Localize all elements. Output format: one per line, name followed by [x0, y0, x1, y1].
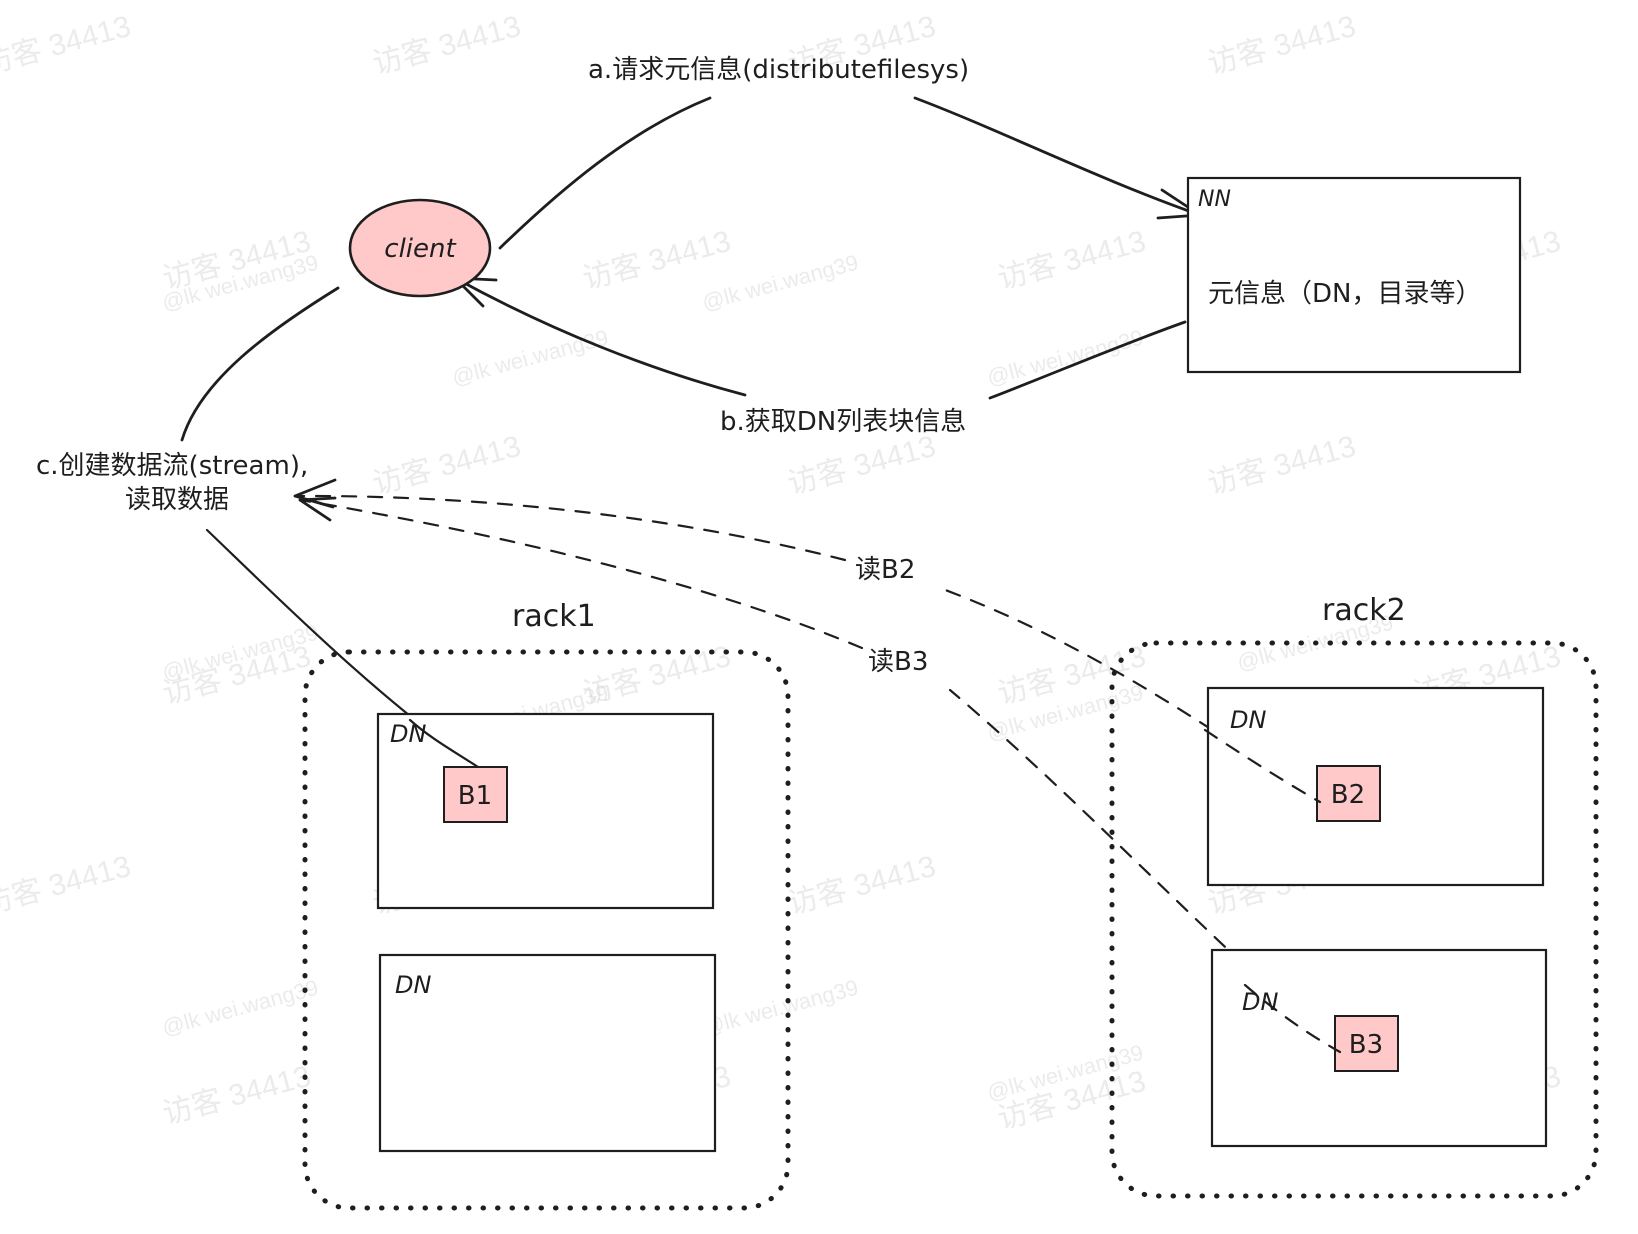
rack1-dn-top-box: [376, 712, 715, 910]
edge-c-create-stream[interactable]: c.创建数据流(stream), 读取数据: [36, 286, 480, 769]
edge-b-line-left: [453, 276, 747, 397]
edge-c-segment-inside: [408, 718, 480, 769]
edge-a-label: a.请求元信息(distributefilesys): [588, 55, 969, 85]
rack2-dn-top[interactable]: DN B2: [1206, 686, 1545, 887]
client-ellipse: [348, 198, 492, 298]
block-b3-box: [1334, 1015, 1399, 1072]
edge-c-label-line2: 读取数据: [125, 485, 229, 515]
edge-a-line-left: [498, 96, 712, 250]
block-b3-label: B3: [1349, 1030, 1383, 1060]
edge-c-label-line1: c.创建数据流(stream),: [36, 451, 308, 481]
rack1-dn-bottom[interactable]: DN: [378, 953, 717, 1153]
rack1-dn-bottom-tag: DN: [395, 971, 431, 999]
edge-a-line-right: [913, 96, 1202, 217]
node-client[interactable]: client: [348, 198, 492, 298]
node-nn[interactable]: NN 元信息（DN，目录等）: [1186, 176, 1522, 374]
block-b2-label: B2: [1331, 780, 1365, 810]
rack2-dn-top-tag: DN: [1230, 706, 1266, 734]
nn-box: [1186, 176, 1522, 374]
edge-b-label: b.获取DN列表块信息: [720, 407, 966, 437]
rack2-boundary: [1109, 640, 1599, 1199]
block-b1-box: [443, 766, 508, 823]
edge-b-get-dn-list[interactable]: b.获取DN列表块信息: [453, 276, 1187, 437]
edge-b-line-right: [988, 320, 1187, 400]
edge-read-b2[interactable]: 读B2: [293, 478, 1322, 804]
block-b2-box: [1316, 765, 1381, 822]
edge-read-b3-line-upper: [298, 498, 864, 650]
edge-a-request-metadata[interactable]: a.请求元信息(distributefilesys): [498, 55, 1202, 250]
edge-read-b3-label: 读B3: [868, 647, 928, 677]
rack2-label: rack2: [1322, 593, 1406, 628]
edge-read-b2-label: 读B2: [855, 555, 915, 585]
rack1-dn-bottom-box: [378, 953, 717, 1153]
rack1-label: rack1: [512, 599, 596, 634]
group-rack1[interactable]: rack1 DN B1 DN: [302, 599, 791, 1211]
edge-read-b3-line-lower: [948, 688, 1342, 1054]
edge-c-line-top: [180, 286, 340, 442]
rack1-dn-top-tag: DN: [390, 720, 426, 748]
rack1-boundary: [302, 649, 791, 1211]
rack1-dn-top[interactable]: DN B1: [376, 712, 715, 910]
rack2-dn-bottom-tag: DN: [1242, 988, 1278, 1016]
nn-content: 元信息（DN，目录等）: [1208, 279, 1481, 309]
edge-read-b2-arrowhead: [293, 478, 337, 509]
block-b3[interactable]: B3: [1334, 1015, 1399, 1072]
nn-tag: NN: [1198, 187, 1231, 212]
block-b2[interactable]: B2: [1316, 765, 1381, 822]
edge-read-b3[interactable]: 读B3: [298, 496, 1342, 1054]
block-b1-label: B1: [458, 781, 492, 811]
rack2-dn-top-box: [1206, 686, 1545, 887]
group-rack2[interactable]: rack2 DN B2 DN B3: [1109, 593, 1599, 1199]
block-b1[interactable]: B1: [443, 766, 508, 823]
edge-read-b3-arrowhead: [298, 496, 337, 522]
edge-read-b2-line-upper: [293, 494, 847, 562]
edge-read-b3-segment-inside: [1243, 983, 1342, 1054]
rack2-dn-bottom[interactable]: DN B3: [1210, 948, 1548, 1148]
client-label: client: [384, 234, 456, 264]
